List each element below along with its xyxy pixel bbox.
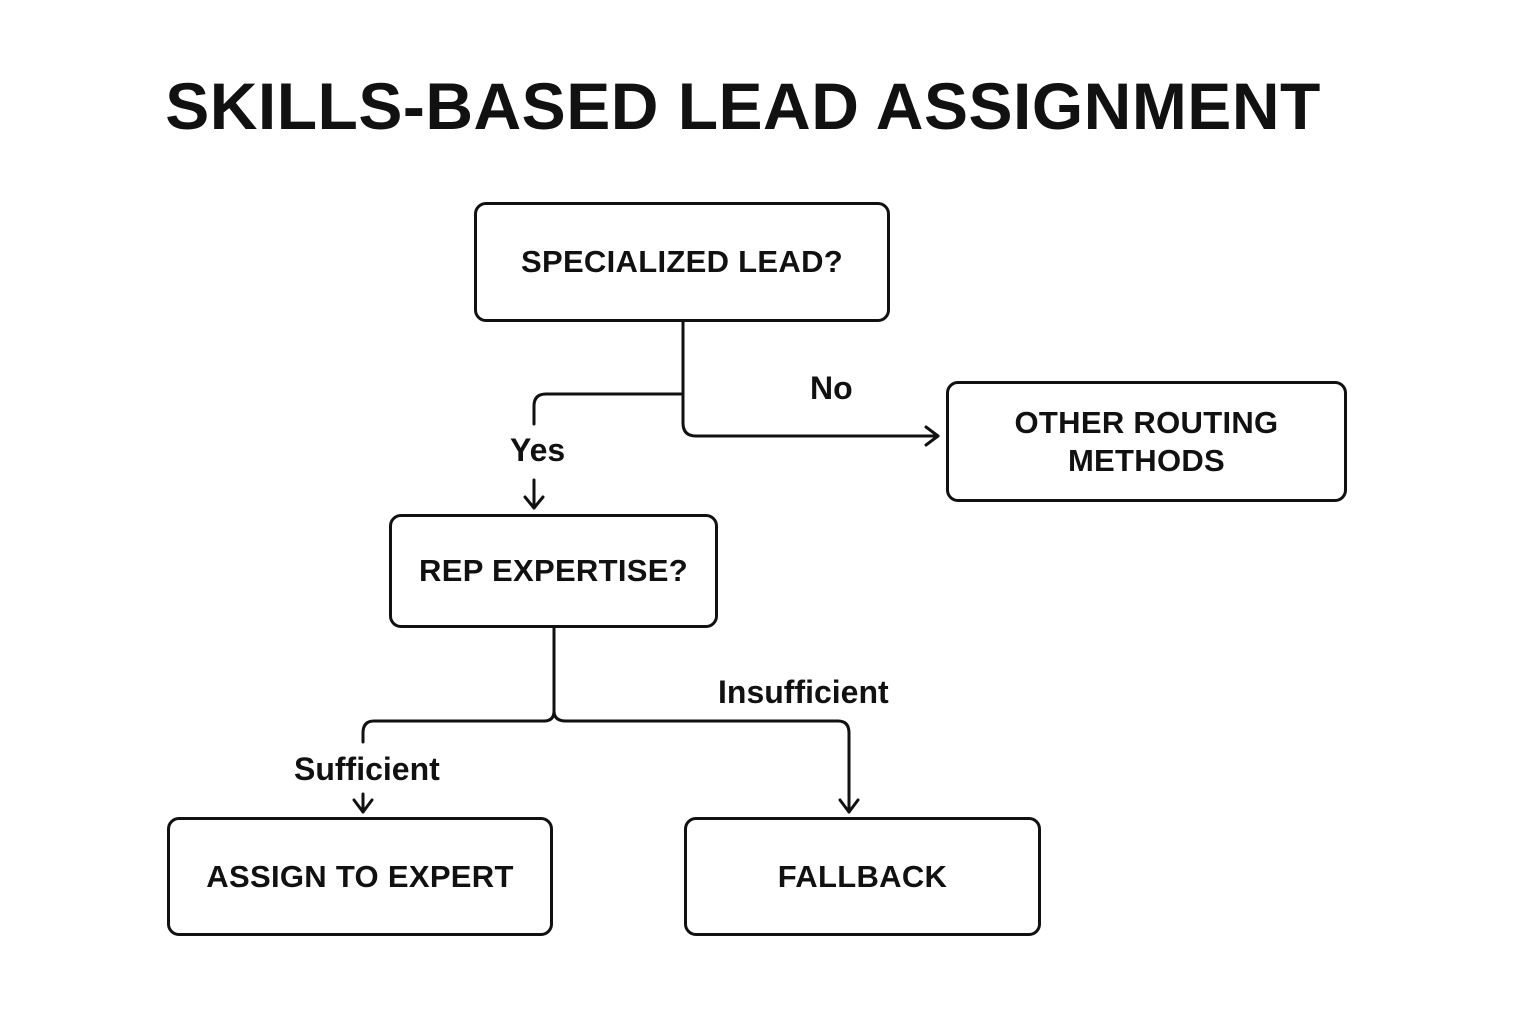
diagram-title: SKILLS-BASED LEAD ASSIGNMENT (165, 69, 1321, 143)
node-other-routing-label: OTHER ROUTING METHODS (1014, 404, 1279, 478)
node-assign-expert-label: ASSIGN TO EXPERT (206, 858, 514, 894)
edge-label-sufficient: Sufficient (294, 751, 440, 787)
edge-yes-line (532, 318, 685, 426)
edge-sufficient-line (361, 624, 556, 744)
edge-yes-arrowhead (523, 495, 545, 510)
node-assign-expert: ASSIGN TO EXPERT (167, 817, 553, 936)
edge-insufficient-arrowhead (838, 798, 860, 814)
node-fallback: FALLBACK (684, 817, 1041, 936)
node-other-routing: OTHER ROUTING METHODS (946, 381, 1347, 502)
edge-label-no: No (810, 370, 853, 406)
edge-label-yes: Yes (510, 432, 566, 468)
edge-no-arrowhead (924, 425, 940, 447)
edge-sufficient-arrowhead (352, 798, 374, 814)
node-specialized-lead: SPECIALIZED LEAD? (474, 202, 890, 322)
node-specialized-lead-label: SPECIALIZED LEAD? (520, 244, 843, 279)
node-fallback-label: FALLBACK (777, 858, 948, 894)
node-rep-expertise-label: REP EXPERTISE? (419, 553, 688, 588)
node-rep-expertise: REP EXPERTISE? (389, 514, 718, 628)
edge-no-line (681, 392, 940, 438)
edge-insufficient-line (552, 709, 851, 814)
edge-label-insufficient: Insufficient (718, 674, 889, 710)
